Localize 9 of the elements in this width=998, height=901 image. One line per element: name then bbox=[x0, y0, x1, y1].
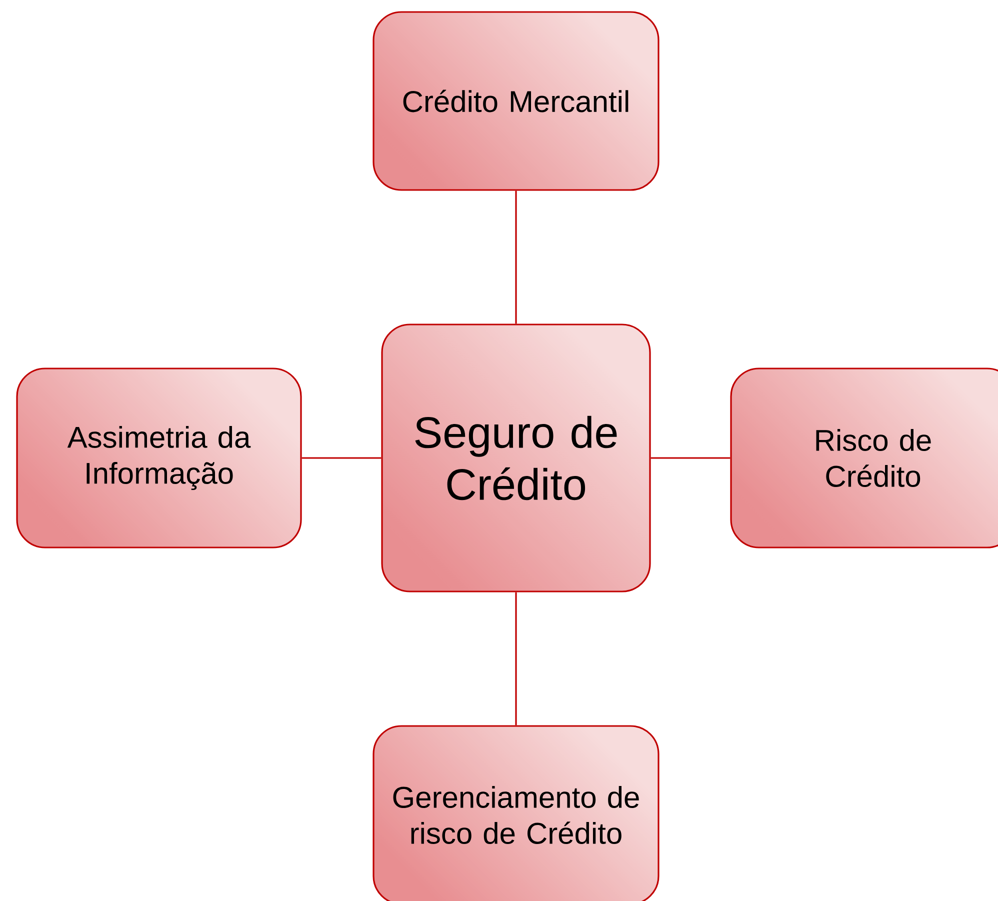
concept-box: Crédito Mercantil bbox=[372, 11, 660, 191]
concept-box: Risco de Crédito bbox=[730, 368, 998, 548]
connector-line bbox=[650, 457, 730, 459]
connector-line bbox=[302, 457, 382, 459]
concept-box: Assimetria da Informação bbox=[16, 368, 302, 548]
connector-line bbox=[515, 190, 517, 324]
concept-box: Gerenciamento de risco de Crédito bbox=[372, 725, 660, 901]
concept-box: Seguro de Crédito bbox=[381, 324, 651, 592]
connector-line bbox=[515, 592, 517, 726]
